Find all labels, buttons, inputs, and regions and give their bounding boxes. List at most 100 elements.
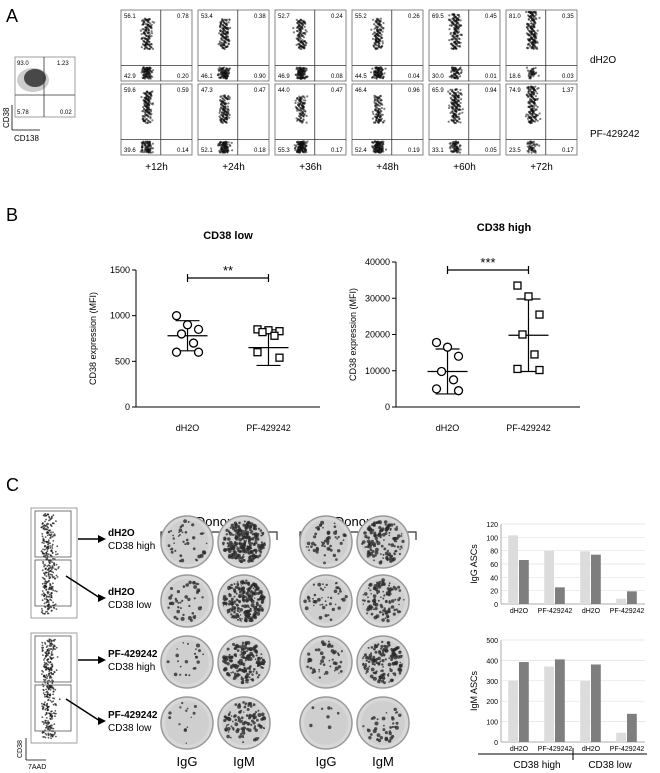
spot xyxy=(312,597,314,600)
facs-event xyxy=(534,85,537,88)
facs-event xyxy=(374,147,377,150)
facs-event xyxy=(455,145,459,148)
facs-event xyxy=(527,42,531,46)
gate-event xyxy=(47,720,49,722)
gate-event xyxy=(48,661,51,664)
quadrant-ul: 59.6 xyxy=(124,88,136,94)
facs-event xyxy=(146,38,149,41)
facs-frame xyxy=(120,83,193,156)
spot xyxy=(238,559,241,562)
facs-event xyxy=(301,39,304,42)
spot xyxy=(192,581,196,584)
gate-event xyxy=(52,601,54,604)
spot xyxy=(240,620,242,622)
facs-event xyxy=(532,144,535,147)
gate-event xyxy=(54,603,57,606)
spot xyxy=(177,660,179,663)
spot xyxy=(173,615,177,619)
spot xyxy=(246,545,249,548)
spot xyxy=(373,584,378,588)
gate-event xyxy=(44,736,47,739)
facs-event xyxy=(294,105,297,108)
facs-event xyxy=(146,121,149,125)
spot xyxy=(340,598,343,601)
facs-event xyxy=(222,32,225,35)
facs-event xyxy=(530,47,533,50)
facs-event xyxy=(145,105,148,108)
spot xyxy=(176,617,179,621)
facs-event xyxy=(459,88,462,92)
spot xyxy=(173,542,175,544)
facs-event xyxy=(457,141,460,144)
gate-event xyxy=(46,522,49,525)
gate-box-high xyxy=(34,635,72,683)
facs-event xyxy=(146,43,149,46)
spot xyxy=(381,582,386,586)
gate-event xyxy=(49,694,51,697)
facs-event xyxy=(530,117,533,120)
facs-event xyxy=(376,114,379,117)
facs-event xyxy=(456,90,460,94)
facs-event xyxy=(222,142,225,145)
facs-event xyxy=(450,75,453,78)
facs-event xyxy=(454,95,457,99)
facs-event xyxy=(147,98,150,101)
facs-event xyxy=(227,69,230,72)
facs-event xyxy=(303,77,306,80)
gate-xlabel: CD138 xyxy=(14,134,39,143)
facs-event xyxy=(530,109,533,112)
facs-event xyxy=(301,105,304,108)
gate-event xyxy=(41,593,43,596)
gate-event xyxy=(43,674,45,677)
facs-event xyxy=(304,22,307,25)
gate-event xyxy=(49,656,51,658)
gate-event xyxy=(50,610,53,612)
gate-event xyxy=(43,540,46,543)
facs-event xyxy=(142,120,145,123)
facs-event xyxy=(149,77,152,80)
spot xyxy=(223,537,226,540)
spot xyxy=(373,559,375,562)
significance-label: *** xyxy=(480,255,495,270)
facs-event xyxy=(224,41,227,44)
facs-event xyxy=(455,142,458,146)
spot xyxy=(312,548,317,553)
spot xyxy=(192,547,196,551)
facs-event xyxy=(451,34,454,38)
gate-event xyxy=(42,685,45,688)
spot xyxy=(256,591,261,596)
facs-event xyxy=(378,148,382,151)
spot xyxy=(228,593,231,596)
spot xyxy=(394,587,398,591)
spot xyxy=(259,545,262,549)
data-point xyxy=(518,330,527,339)
spot xyxy=(240,591,242,593)
spot xyxy=(331,607,335,612)
spot xyxy=(370,539,374,544)
spot xyxy=(384,617,387,620)
gate-event xyxy=(41,523,44,525)
facs-event xyxy=(299,37,302,40)
facs-event xyxy=(302,141,305,144)
quadrant-lr: 0.90 xyxy=(254,74,266,80)
facs-event xyxy=(293,144,296,147)
gate-event xyxy=(47,571,50,574)
facs-event xyxy=(300,103,303,106)
facs-event xyxy=(376,140,379,143)
spot xyxy=(244,616,248,620)
gate-event xyxy=(41,525,44,528)
gate-event xyxy=(51,713,53,715)
facs-event xyxy=(299,67,303,70)
data-point xyxy=(270,331,279,340)
spot xyxy=(335,558,338,561)
facs-event xyxy=(298,20,301,23)
facs-event xyxy=(525,94,529,97)
spot xyxy=(170,587,173,590)
facs-event xyxy=(453,101,456,104)
facs-event xyxy=(147,112,150,115)
gate-event xyxy=(48,533,50,536)
facs-event xyxy=(449,147,452,150)
facs-event xyxy=(301,121,304,124)
data-point xyxy=(171,347,182,357)
